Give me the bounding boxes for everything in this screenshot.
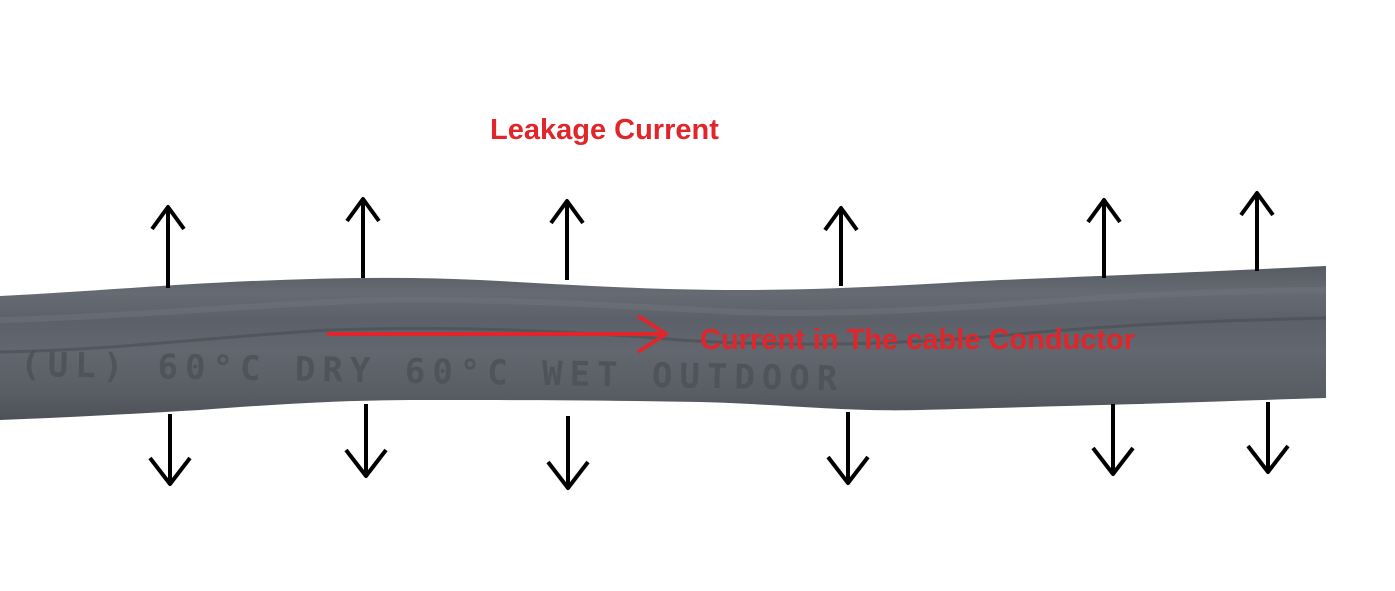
arrow-up-icon xyxy=(150,205,186,288)
arrow-down-head xyxy=(546,460,590,490)
arrow-up-head xyxy=(1239,191,1275,217)
arrow-down-icon xyxy=(344,404,388,478)
arrow-up-head xyxy=(549,199,585,225)
arrow-down-head xyxy=(826,455,870,485)
current-arrow xyxy=(327,314,668,354)
arrow-up-icon xyxy=(1239,191,1275,271)
arrow-up-icon xyxy=(549,199,585,280)
arrow-down-icon xyxy=(1091,404,1135,476)
arrow-down-icon xyxy=(148,414,192,486)
arrow-down-head xyxy=(344,448,388,478)
arrow-down-icon xyxy=(546,416,590,490)
arrow-up-icon xyxy=(823,206,859,286)
arrow-down-head xyxy=(1246,444,1290,474)
leakage-arrows xyxy=(148,191,1290,490)
arrow-up-head xyxy=(823,206,859,232)
arrow-up-head xyxy=(150,205,186,231)
arrow-up-head xyxy=(1086,198,1122,224)
arrow-down-icon xyxy=(826,412,870,485)
arrow-down-head xyxy=(148,456,192,486)
arrow-up-head xyxy=(345,197,381,223)
leakage-current-label: Leakage Current xyxy=(490,114,719,146)
arrow-up-icon xyxy=(345,197,381,278)
arrow-up-icon xyxy=(1086,198,1122,278)
arrow-down-icon xyxy=(1246,402,1290,474)
cable-highlight xyxy=(0,287,1327,323)
arrow-down-head xyxy=(1091,446,1135,476)
conductor-current-label: Current in The cable Conductor xyxy=(700,324,1136,356)
cable-ridge xyxy=(0,316,1327,354)
arrow-right-head xyxy=(636,314,668,354)
